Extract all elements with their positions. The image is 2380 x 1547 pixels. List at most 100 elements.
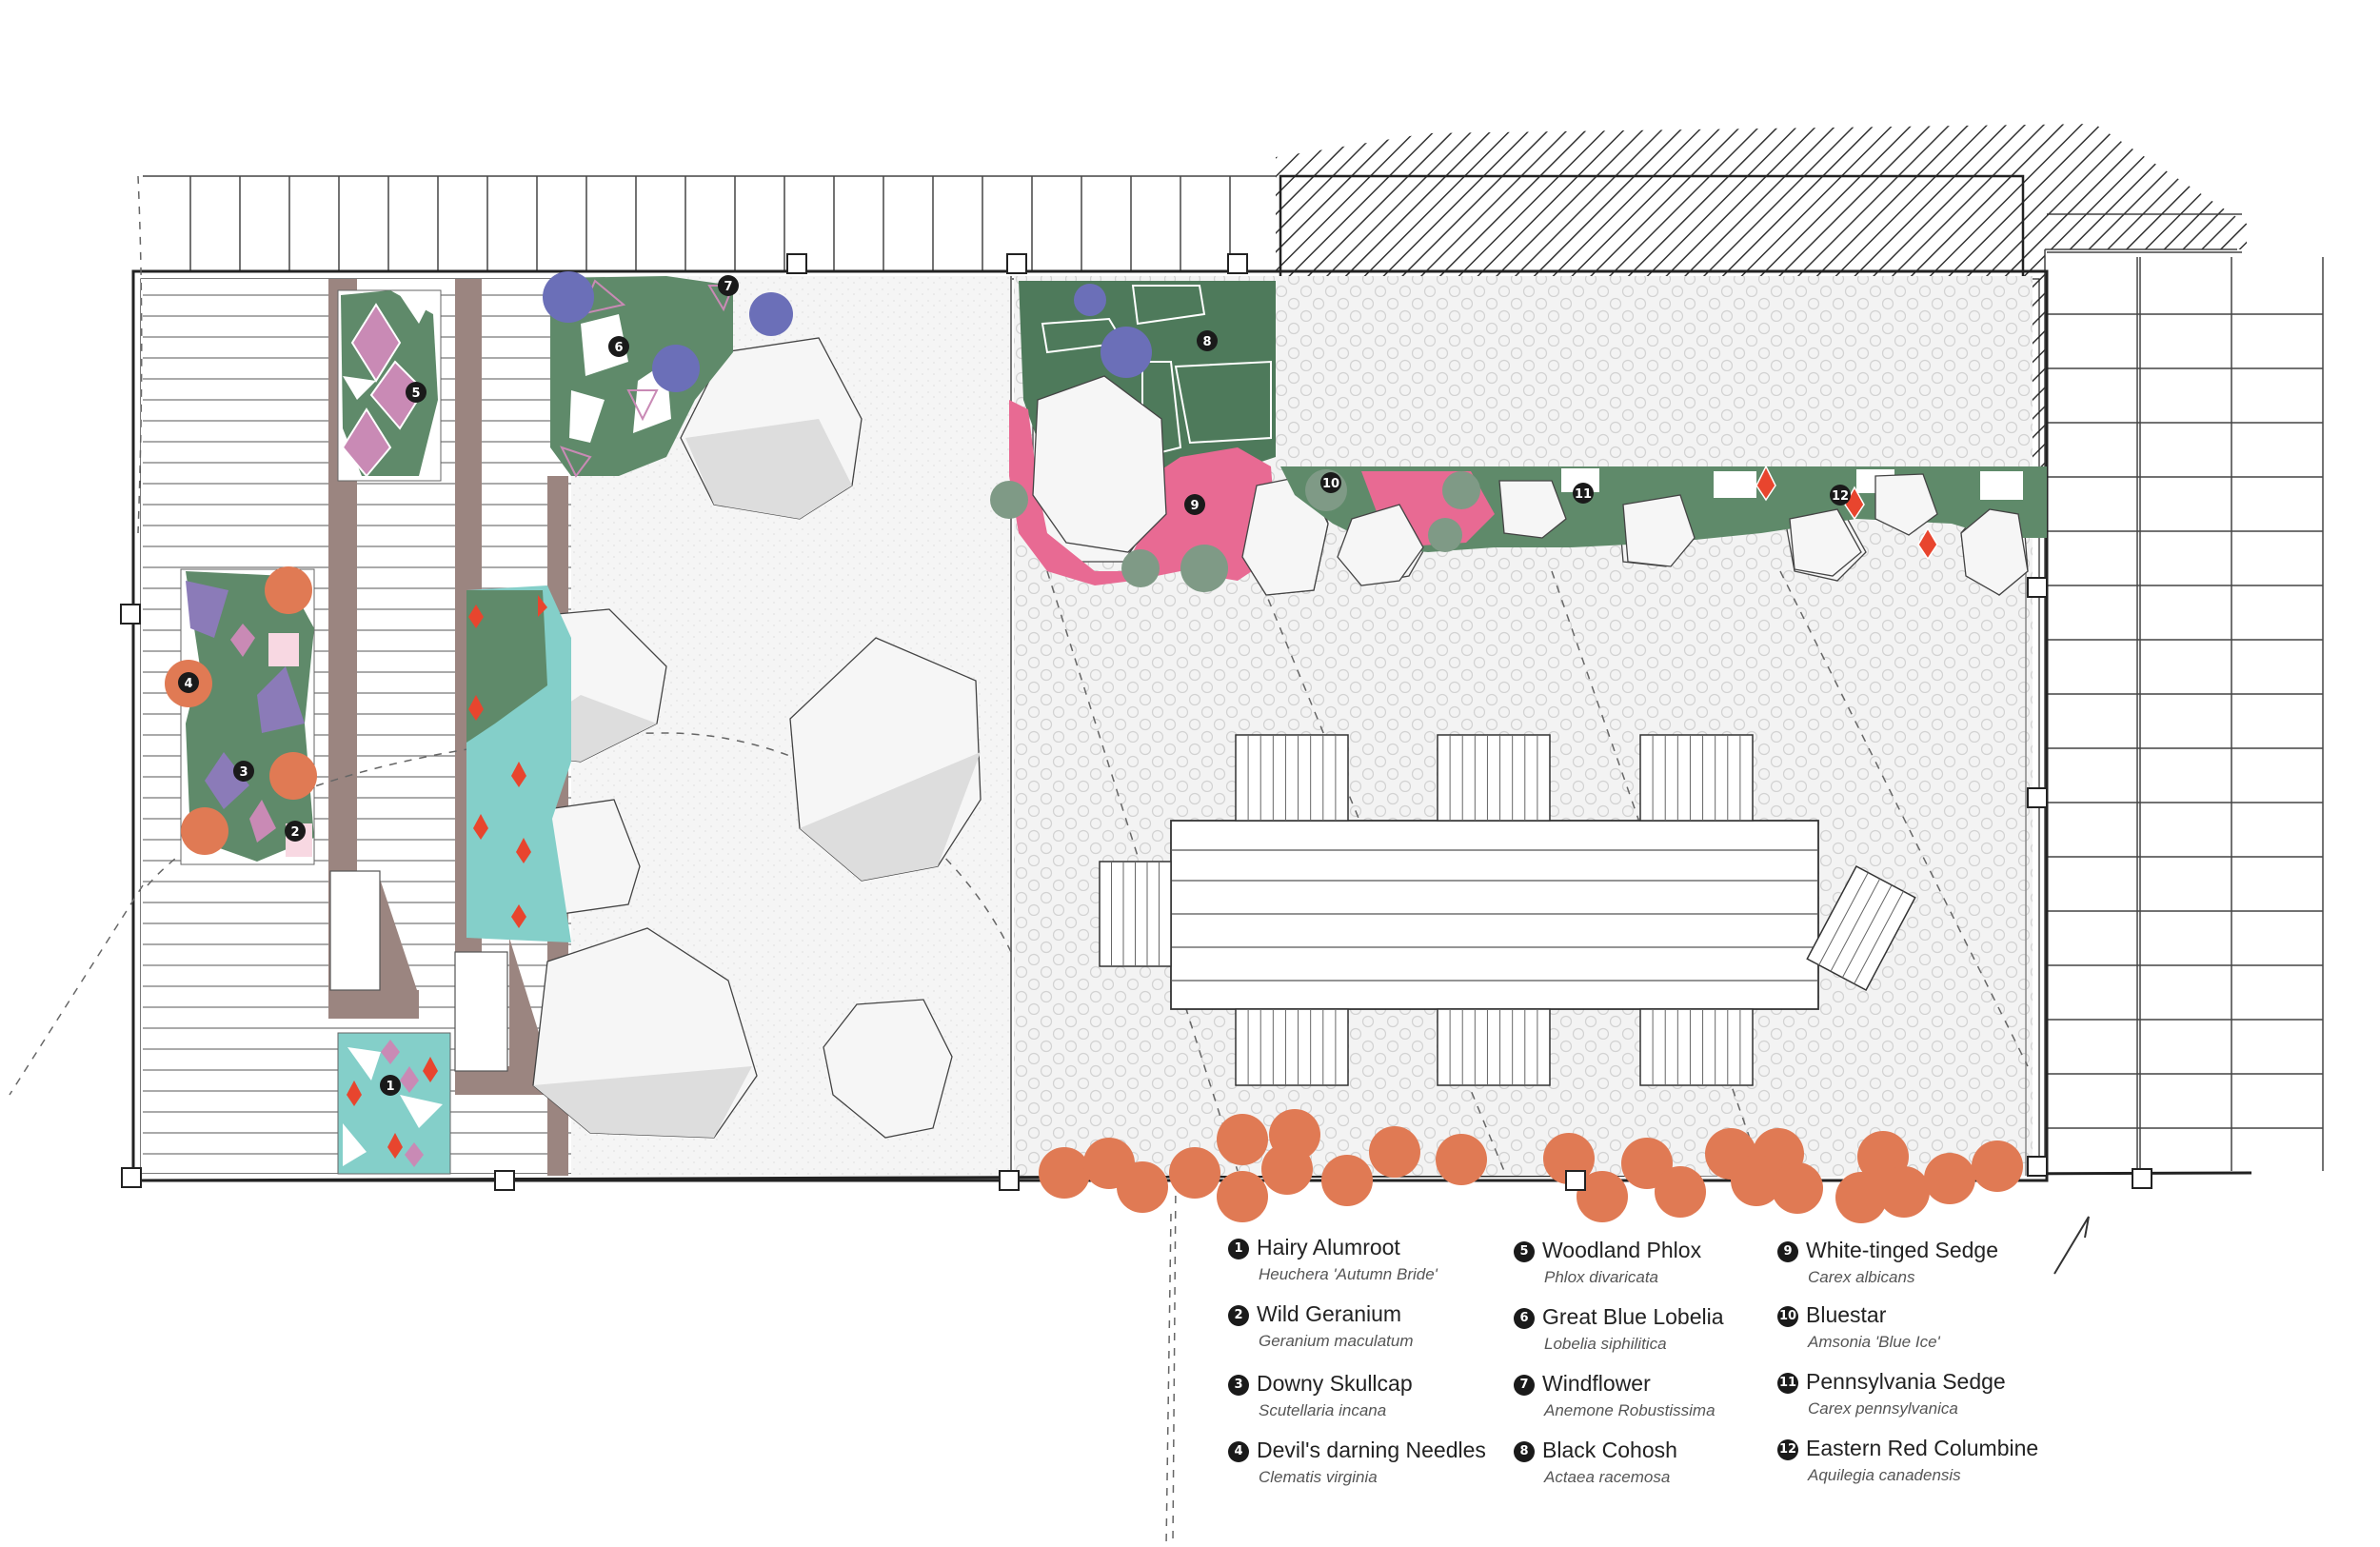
legend-latin-name: Anemone Robustissima — [1544, 1401, 1716, 1419]
plant-marker-dot — [1830, 485, 1851, 506]
boulder — [1032, 375, 1167, 553]
chair — [1437, 734, 1551, 822]
fence-post — [2132, 1168, 2152, 1189]
legend-number: 7 — [1514, 1375, 1535, 1396]
legend-number: 1 — [1228, 1239, 1249, 1259]
fence-post — [1227, 253, 1248, 274]
plant-marker-dot — [608, 336, 629, 357]
plant-marker-label: 10 — [1322, 477, 1339, 491]
plant-marker-label: 5 — [411, 387, 420, 401]
plant-marker-label: 8 — [1202, 335, 1211, 349]
legend-number: 6 — [1514, 1308, 1535, 1329]
chair — [1639, 734, 1754, 822]
plant-marker: 2 — [285, 821, 306, 842]
legend-latin-name: Lobelia siphilitica — [1544, 1335, 1667, 1353]
fence-post — [2027, 787, 2048, 808]
right-building-grid — [2044, 248, 2324, 1171]
chair-seat — [1806, 864, 1916, 992]
chair-seat — [1235, 734, 1349, 822]
legend-number: 11 — [1777, 1373, 1798, 1394]
shrub-orange — [1039, 1147, 1090, 1199]
plant-marker-label: 4 — [184, 677, 192, 691]
legend-common-name: Windflower — [1542, 1371, 1651, 1396]
fence-post — [120, 604, 141, 625]
chair — [1235, 734, 1349, 822]
fence-post — [1565, 1170, 1586, 1191]
chair — [1437, 1008, 1551, 1086]
legend-common-name: White-tinged Sedge — [1806, 1238, 1999, 1262]
shrub-orange — [1878, 1166, 1930, 1218]
shrub-orange — [1261, 1143, 1313, 1195]
fence-post — [494, 1170, 515, 1191]
legend-number: 8 — [1514, 1441, 1535, 1462]
shrub-orange — [1369, 1126, 1420, 1178]
legend-number: 3 — [1228, 1375, 1249, 1396]
bed-woodland-phlox — [337, 289, 442, 482]
plant-marker-dot — [1184, 494, 1205, 515]
bed-sedge-row — [990, 465, 2047, 596]
shrub-orange — [1972, 1140, 2023, 1192]
chair-slat — [1841, 884, 1893, 979]
plant-marker-label: 6 — [614, 341, 623, 355]
dining-chairs — [1099, 734, 1916, 1086]
legend-common-name: Devil's darning Needles — [1257, 1438, 1486, 1462]
fence-posts — [120, 253, 2152, 1191]
shrub-orange — [1321, 1155, 1373, 1206]
fence-post — [999, 1170, 1020, 1191]
shrub-orange — [1169, 1147, 1220, 1199]
legend-common-name: Eastern Red Columbine — [1806, 1436, 2039, 1460]
boulder — [823, 999, 953, 1139]
shrub-orange — [1117, 1161, 1168, 1213]
fence-post — [2027, 577, 2048, 598]
plant-marker-label: 1 — [386, 1080, 394, 1094]
orange-shrub-row — [1039, 1109, 2023, 1223]
chair-slat — [1818, 872, 1869, 965]
plant-marker: 4 — [178, 672, 199, 693]
plant-orange — [181, 807, 228, 855]
plant-marker: 7 — [718, 275, 739, 296]
chair — [1639, 1008, 1754, 1086]
boulder — [1337, 504, 1424, 586]
fence-post — [1006, 253, 1027, 274]
plant-orange — [269, 752, 317, 800]
legend-number: 12 — [1777, 1439, 1798, 1460]
plant-orange — [265, 566, 312, 614]
chair-slat — [1830, 878, 1881, 972]
boulder — [1622, 494, 1696, 567]
top-fence-grid — [143, 175, 2242, 271]
shrub-orange — [1655, 1166, 1706, 1218]
plant-marker-label: 9 — [1190, 499, 1199, 513]
legend-latin-name: Aquilegia canadensis — [1808, 1466, 1961, 1484]
chair — [1235, 1008, 1349, 1086]
legend-latin-name: Carex pennsylvanica — [1808, 1399, 1958, 1418]
legend-common-name: Pennsylvania Sedge — [1806, 1369, 2006, 1394]
chair-seat — [1437, 734, 1551, 822]
bed-lobelia-windflower — [543, 271, 793, 478]
plant-marker: 12 — [1830, 485, 1851, 506]
chair-seat — [1437, 1008, 1551, 1086]
shrub-orange — [1217, 1114, 1268, 1165]
plant-marker-dot — [1573, 483, 1594, 504]
shrub-orange — [1772, 1162, 1823, 1214]
plant-marker-dot — [233, 761, 254, 782]
legend-common-name: Great Blue Lobelia — [1542, 1304, 1724, 1329]
plant-marker-label: 12 — [1832, 489, 1849, 504]
legend-common-name: Wild Geranium — [1257, 1301, 1402, 1326]
plant-marker-dot — [1320, 472, 1341, 493]
plant-marker-dot — [406, 382, 426, 403]
legend-latin-name: Carex albicans — [1808, 1268, 1915, 1286]
legend-common-name: Black Cohosh — [1542, 1438, 1677, 1462]
plant-marker-label: 7 — [724, 280, 732, 294]
legend-latin-name: Amsonia 'Blue Ice' — [1808, 1333, 1940, 1351]
boulder — [1789, 508, 1862, 577]
shrub-orange — [1436, 1134, 1487, 1185]
legend-latin-name: Actaea racemosa — [1544, 1468, 1671, 1486]
north-arrow — [2053, 1216, 2090, 1275]
chair-seat — [1639, 734, 1754, 822]
shrub-orange — [1217, 1171, 1268, 1222]
plant-marker-label: 11 — [1575, 487, 1592, 502]
plant-marker: 8 — [1197, 330, 1218, 351]
legend-latin-name: Clematis virginia — [1259, 1468, 1378, 1486]
